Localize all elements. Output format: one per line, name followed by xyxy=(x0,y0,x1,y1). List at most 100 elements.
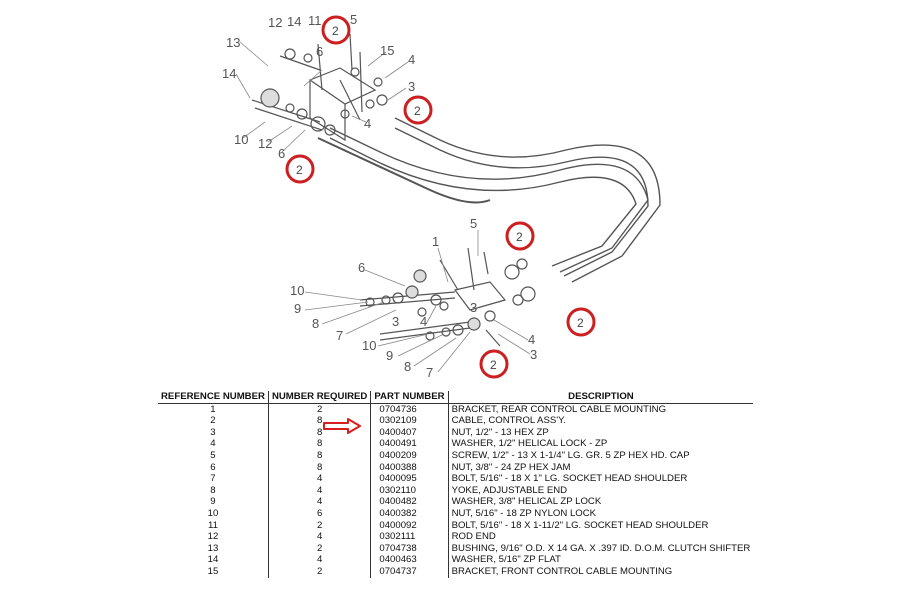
cell-part-number: 0302109 xyxy=(370,415,449,427)
svg-text:2: 2 xyxy=(490,358,497,372)
cell-part-number: 0704737 xyxy=(370,565,449,578)
cell-reference-number: 4 xyxy=(210,438,216,450)
header-description: DESCRIPTION xyxy=(447,391,754,404)
cell-description: BRACKET, REAR CONTROL CABLE MOUNTING xyxy=(447,403,754,416)
svg-text:2: 2 xyxy=(296,163,303,177)
cell-description: BOLT, 5/16" - 18 X 1-11/2" LG. SOCKET HE… xyxy=(447,519,754,532)
label-4-upper-a: 4 xyxy=(408,52,415,67)
cell-number-required: 8 xyxy=(267,449,371,462)
cell-part-number: 0400092 xyxy=(370,519,449,532)
cell-reference-number: 7 xyxy=(210,473,216,485)
cell-number-required: 6 xyxy=(267,507,371,520)
cell-part-number: 0704736 xyxy=(370,403,449,416)
label-9-lower-a: 9 xyxy=(294,301,301,316)
cell-part-number: 0400388 xyxy=(370,461,449,474)
cell-number-required: 2 xyxy=(267,565,371,578)
header-part-number: PART NUMBER xyxy=(370,391,449,404)
label-4-lower-a: 4 xyxy=(420,314,427,329)
cell-number-required: 4 xyxy=(267,484,371,497)
cell-description: BUSHING, 9/16" O.D. X 14 GA. X .397 ID. … xyxy=(447,542,754,555)
upper-part-labels: 12 14 11 5 13 15 4 14 3 6 4 10 12 6 xyxy=(222,12,415,161)
leader-lines xyxy=(235,41,531,373)
cell-reference-number: 3 xyxy=(210,426,216,438)
cell-description: BOLT, 5/16" - 18 X 1" LG. SOCKET HEAD SH… xyxy=(447,473,754,485)
parts-table: REFERENCE NUMBER NUMBER REQUIRED PART NU… xyxy=(158,391,754,578)
highlight-arrow-icon xyxy=(323,418,361,434)
cell-part-number: 0400482 xyxy=(370,496,449,508)
cell-description: WASHER, 3/8" HELICAL ZP LOCK xyxy=(447,496,754,508)
cell-description: YOKE, ADJUSTABLE END xyxy=(447,484,754,497)
svg-text:2: 2 xyxy=(577,316,584,330)
cell-part-number: 0400407 xyxy=(370,426,449,439)
cell-description: SCREW, 1/2" - 13 X 1-1/4" LG. GR. 5 ZP H… xyxy=(447,449,754,462)
part-2-callouts: 2 2 2 2 2 2 xyxy=(285,15,596,379)
cell-description: CABLE, CONTROL ASS'Y. xyxy=(447,415,754,427)
label-3-upper: 3 xyxy=(408,79,415,94)
control-cables xyxy=(317,117,661,283)
cell-reference-number: 5 xyxy=(210,449,216,461)
header-reference-number: REFERENCE NUMBER xyxy=(158,391,269,404)
cell-number-required: 2 xyxy=(267,403,371,416)
cell-part-number: 0704738 xyxy=(370,542,449,555)
cell-number-required: 2 xyxy=(267,519,371,532)
label-15: 15 xyxy=(380,43,394,58)
label-4-lower-b: 4 xyxy=(528,332,535,347)
callout-circle-5: 2 xyxy=(566,307,596,337)
cell-reference-number: 13 xyxy=(207,542,219,554)
cell-part-number: 0302110 xyxy=(370,484,449,497)
label-11: 11 xyxy=(308,13,322,28)
exploded-parts-diagram: 12 14 11 5 13 15 4 14 3 6 4 10 12 6 5 1 … xyxy=(222,12,661,380)
lower-part-labels: 5 1 6 10 9 8 4 7 3 3 10 9 8 7 4 3 xyxy=(290,216,537,380)
cell-part-number: 0302111 xyxy=(370,531,449,543)
parts-table-header: REFERENCE NUMBER NUMBER REQUIRED PART NU… xyxy=(158,391,754,404)
label-4-upper-b: 4 xyxy=(364,116,371,131)
cell-reference-number: 12 xyxy=(207,531,219,543)
cell-number-required: 8 xyxy=(267,426,371,439)
cell-number-required: 4 xyxy=(267,496,371,508)
callout-circle-3: 2 xyxy=(285,154,315,184)
svg-text:2: 2 xyxy=(332,24,339,38)
rear-bracket-assembly xyxy=(359,247,536,347)
cell-description: WASHER, 1/2" HELICAL LOCK - ZP xyxy=(447,438,754,450)
label-12-upper-a: 12 xyxy=(268,15,282,30)
cell-part-number: 0400463 xyxy=(370,554,449,566)
callout-circle-2: 2 xyxy=(403,95,433,125)
label-9-lower-b: 9 xyxy=(386,348,393,363)
label-13: 13 xyxy=(226,35,240,50)
cell-reference-number: 2 xyxy=(210,415,216,427)
header-number-required: NUMBER REQUIRED xyxy=(267,391,371,404)
cell-description: BRACKET, FRONT CONTROL CABLE MOUNTING xyxy=(447,565,754,578)
cell-reference-number: 9 xyxy=(210,496,216,508)
cell-description: ROD END xyxy=(447,531,754,543)
cell-part-number: 0400209 xyxy=(370,449,449,462)
parts-list: REFERENCE NUMBER NUMBER REQUIRED PART NU… xyxy=(158,391,754,578)
cell-number-required: 2 xyxy=(267,542,371,555)
label-6-upper-a: 6 xyxy=(316,44,323,59)
cell-number-required: 4 xyxy=(267,473,371,485)
callout-circle-6: 2 xyxy=(479,349,509,379)
cell-number-required: 8 xyxy=(267,461,371,474)
cell-description: NUT, 3/8" - 24 ZP HEX JAM xyxy=(447,461,754,474)
label-14-upper-a: 14 xyxy=(287,14,301,29)
front-bracket-assembly xyxy=(251,33,388,142)
label-14-upper-b: 14 xyxy=(222,66,236,81)
label-3-lower-b: 3 xyxy=(530,347,537,362)
cell-number-required: 8 xyxy=(267,415,371,427)
label-6-upper-b: 6 xyxy=(278,146,285,161)
cell-reference-number: 15 xyxy=(207,565,219,577)
callout-circle-1: 2 xyxy=(321,15,351,45)
label-10-upper: 10 xyxy=(234,132,248,147)
cell-description: NUT, 5/16" - 18 ZP NYLON LOCK xyxy=(447,507,754,520)
